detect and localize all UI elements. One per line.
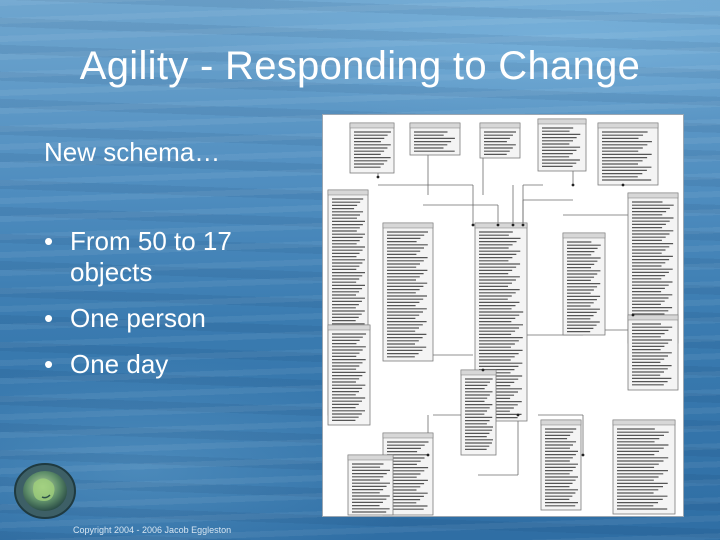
bullet-item: One day — [44, 349, 304, 380]
slide-title: Agility - Responding to Change — [79, 44, 641, 88]
bullet-item: One person — [44, 303, 304, 334]
bullet-item: From 50 to 17 objects — [44, 226, 304, 288]
bullet-list: From 50 to 17 objects One person One day — [44, 226, 304, 395]
copyright-text: Copyright 2004 - 2006 Jacob Eggleston — [73, 525, 232, 535]
schema-diagram — [322, 114, 684, 517]
schema-diagram-icon — [327, 118, 679, 516]
slide-subtitle: New schema… — [44, 137, 221, 167]
globe-logo-icon — [14, 463, 76, 519]
